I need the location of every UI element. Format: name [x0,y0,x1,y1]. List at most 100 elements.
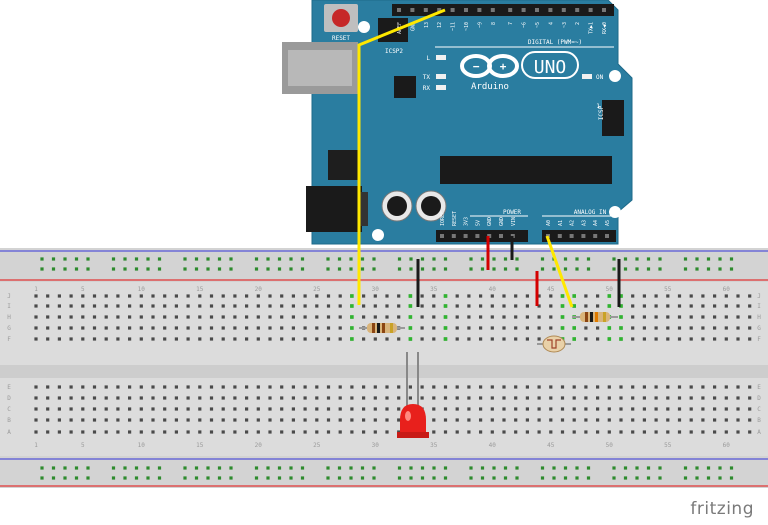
breadboard-hole [560,385,565,389]
rail-hole [718,257,722,261]
breadboard-hole [69,315,73,319]
breadboard-hole [432,315,436,319]
rail-hole [146,257,150,261]
breadboard-hole [537,337,541,341]
breadboard-hole [385,396,389,400]
rail-hole [194,466,199,470]
rail-hole [635,466,639,470]
breadboard-hole [397,407,401,411]
breadboard-hole [502,304,506,308]
rail-hole [586,267,591,271]
breadboard-hole [303,418,307,422]
breadboard-hole [748,396,752,400]
rail-hole [420,257,425,261]
breadboard-hole [713,385,717,389]
breadboard-hole [666,337,670,341]
rail-hole [40,257,44,261]
breadboard-hole [748,337,752,341]
breadboard-hole [233,418,237,422]
breadboard-hole [736,326,740,330]
icsp-label: ICSP [598,105,605,120]
breadboard-hole [233,315,237,319]
rail-hole [612,476,616,480]
breadboard-hole [34,304,38,308]
breadboard-hole [92,396,97,400]
breadboard-hole [326,294,331,298]
breadboard-hole [186,326,190,330]
breadboard-hole [537,396,541,400]
rail-hole [300,476,305,480]
mount-hole [358,21,370,33]
breadboard-hole [689,294,693,298]
breadboard-hole [139,294,143,298]
breadboard-hole [315,430,319,434]
breadboard-hole [221,304,225,308]
rail-hole [623,466,628,470]
breadboard-hole [713,304,717,308]
analog-pin-label: A0 [546,220,552,226]
connected-hole [572,326,576,330]
usb-chip [394,76,416,98]
breadboard-hole [490,396,494,400]
breadboard-hole [467,407,471,411]
rail-hole [575,257,579,261]
breadboard-hole [420,385,424,389]
breadboard-hole [268,337,272,341]
column-number: 60 [723,286,731,293]
rail-hole [183,257,187,261]
breadboard-hole [736,407,740,411]
breadboard-hole [128,304,132,308]
breadboard-hole [291,396,295,400]
rail-hole [337,476,342,480]
breadboard-hole [455,418,459,422]
rail-hole [183,476,187,480]
breadboard-hole [479,430,483,434]
breadboard-hole [748,304,752,308]
connected-hole [619,294,623,298]
breadboard-hole [514,396,518,400]
row-letter: E [757,384,761,391]
breadboard-hole [57,418,61,422]
breadboard-hole [291,326,295,330]
breadboard-hole [619,407,623,411]
breadboard-hole [338,396,342,400]
reset-button-cap[interactable] [332,9,350,27]
breadboard-hole [92,326,97,330]
breadboard-hole [490,326,494,330]
breadboard-hole [397,294,401,298]
breadboard-hole [397,304,401,308]
rail-hole [397,267,402,271]
rail-hole [706,476,711,480]
breadboard-hole [315,326,319,330]
breadboard-hole [81,337,85,341]
power-pin-label: GND [487,217,493,226]
rail-hole [254,267,259,271]
digital-pin-label: GND [410,22,416,31]
breadboard-hole [151,304,155,308]
breadboard-hole [420,315,424,319]
breadboard-hole [677,326,682,330]
breadboard-hole [104,407,108,411]
rail-hole [480,257,485,261]
icsp2-label: ICSP2 [385,48,403,55]
rail-hole [63,476,67,480]
rail-hole [40,267,44,271]
breadboard-hole [677,407,682,411]
header-pin [548,8,553,12]
breadboard-hole [139,407,143,411]
rail-hole [254,466,259,470]
connected-hole [408,304,413,308]
breadboard-hole [186,294,190,298]
breadboard-hole [256,337,260,341]
breadboard-hole [666,294,670,298]
row-letter: H [7,314,11,321]
breadboard-hole [631,337,635,341]
breadboard-hole [748,385,752,389]
breadboard-hole [268,294,272,298]
breadboard-hole [209,315,214,319]
analog-pin-label: A2 [570,220,576,226]
rail-hole [409,476,413,480]
